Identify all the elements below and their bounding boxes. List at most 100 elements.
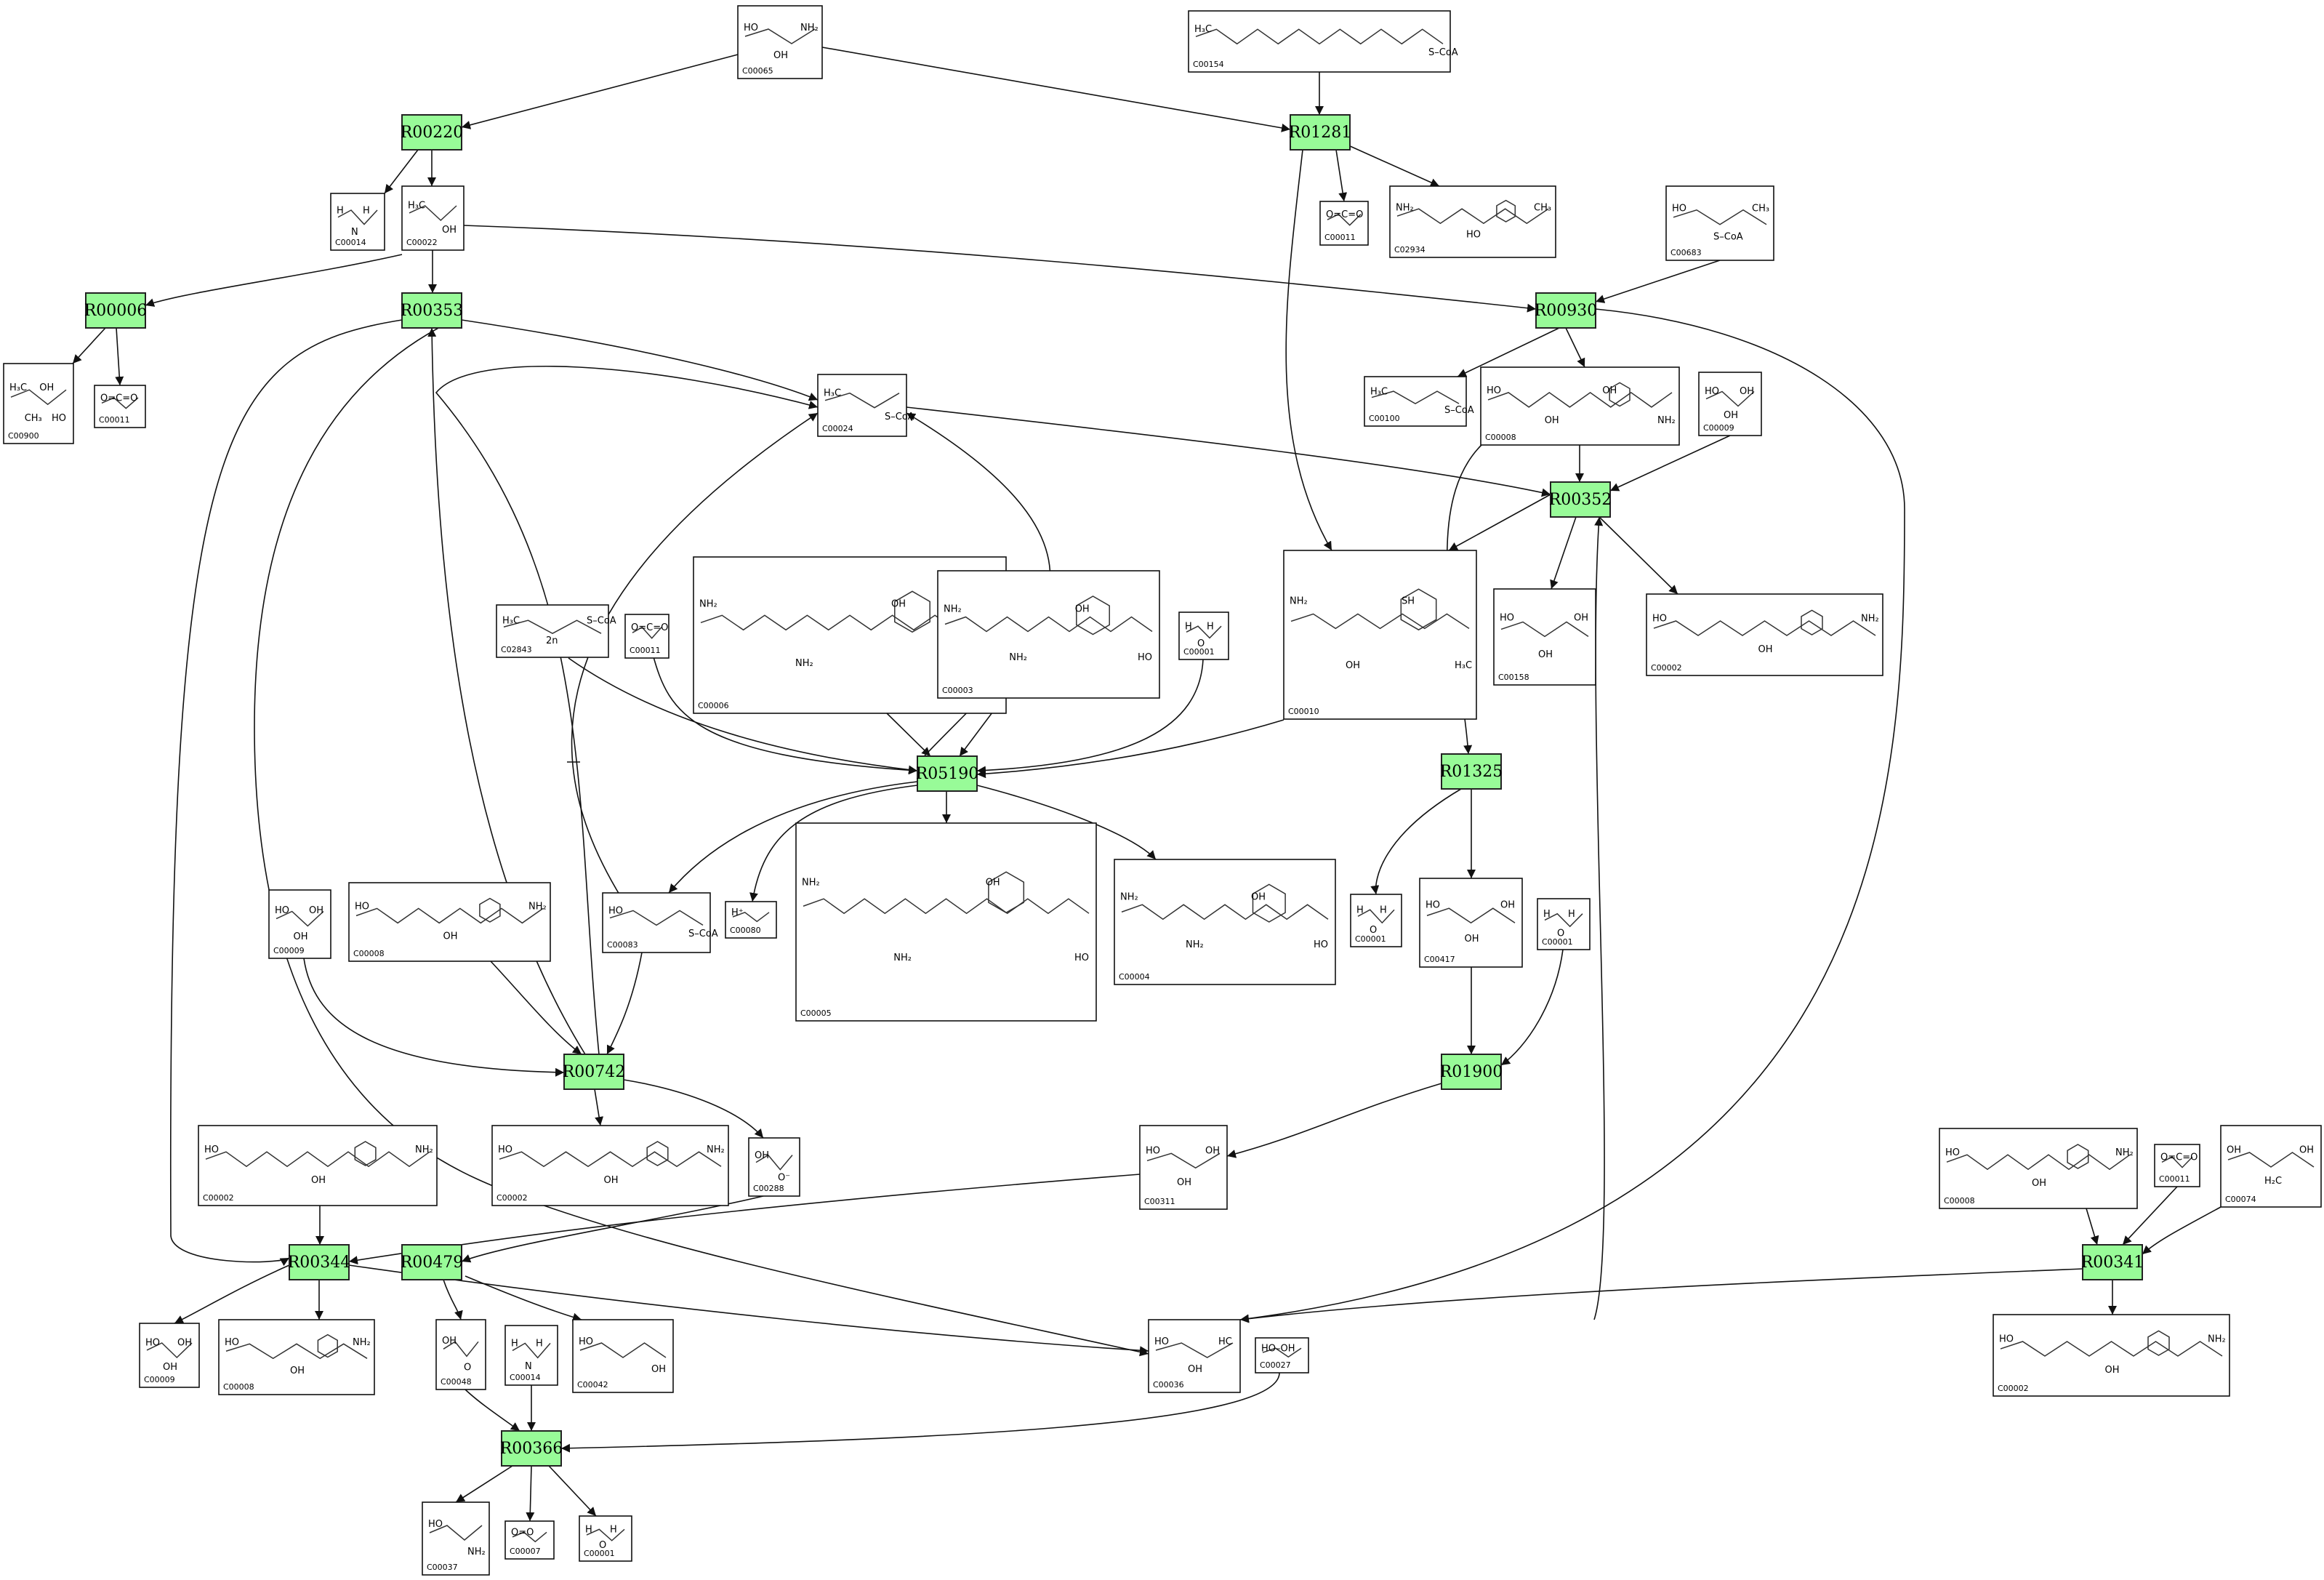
reaction-R01900[interactable]: R01900 bbox=[1440, 1054, 1503, 1090]
compound-box[interactable] bbox=[1993, 1314, 2230, 1397]
compound-box[interactable] bbox=[1350, 894, 1402, 947]
compound-box[interactable] bbox=[1178, 611, 1229, 660]
reaction-R00742[interactable]: R00742 bbox=[563, 1054, 626, 1090]
compound-box[interactable] bbox=[1389, 185, 1556, 258]
reaction-R01325[interactable]: R01325 bbox=[1440, 753, 1503, 790]
compound-box[interactable] bbox=[1537, 898, 1591, 950]
compound-box[interactable] bbox=[348, 882, 551, 962]
compound-box[interactable] bbox=[1493, 588, 1596, 686]
compound-box[interactable] bbox=[1148, 1319, 1241, 1393]
reaction-R00341[interactable]: R00341 bbox=[2081, 1244, 2144, 1280]
compound-box[interactable] bbox=[94, 385, 146, 428]
compound-box[interactable] bbox=[504, 1325, 558, 1386]
reaction-R00344[interactable]: R00344 bbox=[288, 1244, 351, 1280]
compound-box[interactable] bbox=[737, 5, 823, 79]
compound-box[interactable] bbox=[1939, 1128, 2138, 1209]
reaction-R00352[interactable]: R00352 bbox=[1549, 481, 1612, 518]
reaction-box[interactable] bbox=[1441, 1054, 1502, 1090]
compound-box[interactable] bbox=[330, 193, 385, 251]
compound-box[interactable] bbox=[435, 1319, 486, 1390]
reaction-R00479[interactable]: R00479 bbox=[401, 1244, 464, 1280]
compound-box[interactable] bbox=[3, 363, 74, 444]
reaction-box[interactable] bbox=[289, 1244, 350, 1280]
compound-box[interactable] bbox=[1255, 1337, 1309, 1374]
compound-box[interactable] bbox=[422, 1501, 490, 1576]
compound-box[interactable] bbox=[504, 1520, 555, 1560]
reaction-R00353[interactable]: R00353 bbox=[401, 292, 464, 329]
reaction-box[interactable] bbox=[401, 114, 462, 151]
compound-box[interactable] bbox=[1665, 185, 1774, 261]
compound-box[interactable] bbox=[268, 889, 331, 959]
reaction-R05190[interactable]: R05190 bbox=[916, 755, 979, 792]
reaction-R00220[interactable]: R00220 bbox=[401, 114, 464, 151]
compound-box[interactable] bbox=[1646, 593, 1883, 676]
compound-box[interactable] bbox=[579, 1515, 632, 1562]
reaction-R00930[interactable]: R00930 bbox=[1535, 292, 1598, 329]
reaction-box[interactable] bbox=[501, 1430, 562, 1467]
reaction-box[interactable] bbox=[1550, 481, 1611, 518]
compound-box[interactable] bbox=[496, 604, 609, 658]
compound-box[interactable] bbox=[748, 1137, 800, 1197]
compound-box[interactable] bbox=[1698, 372, 1762, 436]
compound-box[interactable] bbox=[817, 374, 907, 437]
reaction-box[interactable] bbox=[563, 1054, 624, 1090]
compound-box[interactable] bbox=[2154, 1144, 2200, 1187]
reaction-box[interactable] bbox=[1535, 292, 1596, 329]
compound-box[interactable] bbox=[218, 1319, 375, 1395]
reaction-box[interactable] bbox=[1441, 753, 1502, 790]
reaction-box[interactable] bbox=[2082, 1244, 2143, 1280]
compound-box[interactable] bbox=[795, 822, 1097, 1022]
compound-box[interactable] bbox=[602, 892, 711, 953]
reaction-R00366[interactable]: R00366 bbox=[500, 1430, 563, 1467]
compound-box[interactable] bbox=[1114, 859, 1336, 985]
compound-box[interactable] bbox=[1480, 366, 1680, 446]
compound-box[interactable] bbox=[572, 1319, 674, 1393]
compound-box[interactable] bbox=[139, 1323, 200, 1388]
compound-box[interactable] bbox=[2220, 1125, 2322, 1208]
compound-box[interactable] bbox=[1188, 10, 1451, 73]
reaction-box[interactable] bbox=[917, 755, 978, 792]
reaction-R00006[interactable]: R00006 bbox=[84, 292, 148, 329]
compound-C00288[interactable]: OHO⁻C00288 bbox=[748, 1137, 800, 1197]
compound-box[interactable] bbox=[725, 901, 777, 939]
compound-box[interactable] bbox=[624, 614, 670, 659]
reaction-box[interactable] bbox=[1290, 114, 1351, 151]
reaction-R01281[interactable]: R01281 bbox=[1289, 114, 1352, 151]
